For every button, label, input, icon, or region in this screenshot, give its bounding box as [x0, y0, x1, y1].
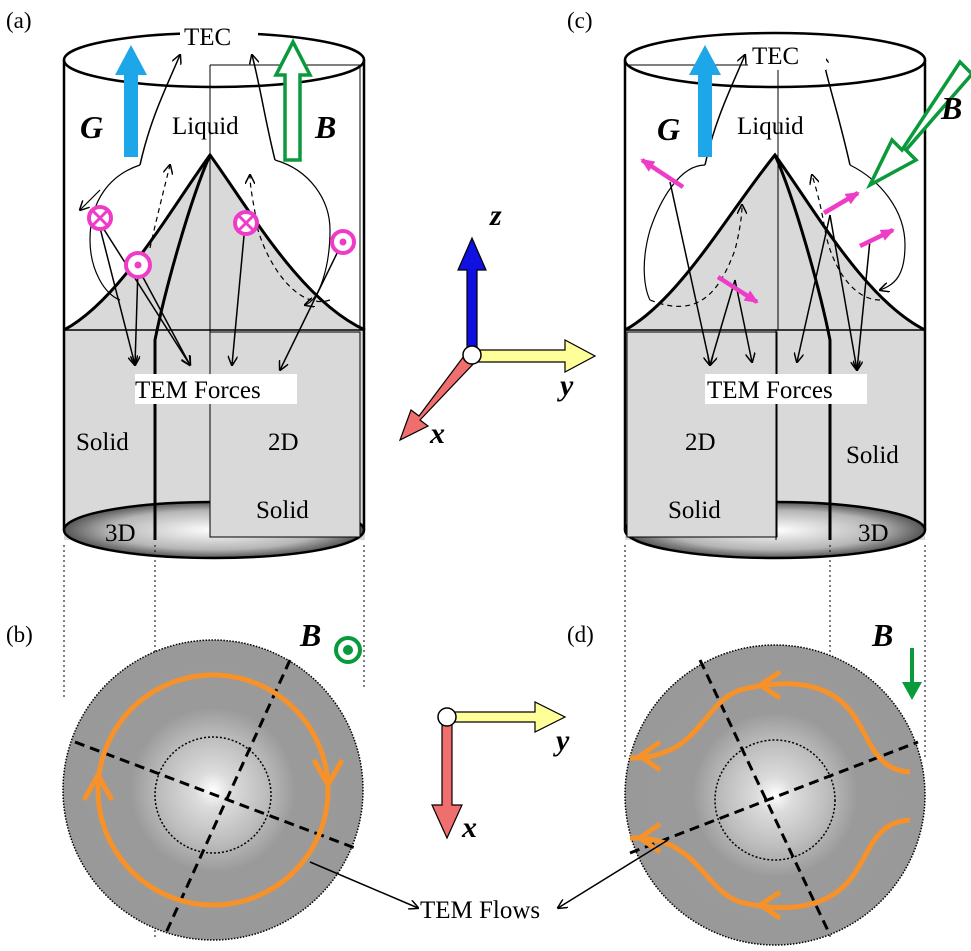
solid-label: Solid — [256, 497, 309, 524]
gravity-symbol: G — [80, 109, 103, 145]
tec-label: TEC — [184, 24, 231, 51]
two-d-label: 2D — [685, 429, 716, 456]
y-axis-arrow — [471, 339, 597, 373]
cross-section — [62, 639, 364, 941]
force-arrow — [859, 227, 895, 249]
force-arrow — [716, 275, 759, 304]
field-arrow — [273, 38, 313, 162]
panel-label-a: (a) — [6, 8, 32, 33]
solid-label: Solid — [668, 497, 721, 524]
panel-c — [623, 31, 971, 560]
three-d-label: 3D — [105, 520, 136, 547]
field-symbol: B — [871, 617, 893, 653]
three-d-label: 3D — [858, 520, 889, 547]
tem-flows-label: TEM Flows — [420, 897, 540, 924]
panel-b — [62, 636, 364, 941]
y-axis-arrow — [446, 701, 567, 733]
panel-a — [62, 31, 366, 560]
panel-label-b: (b) — [6, 622, 33, 647]
field-arrow — [866, 59, 971, 190]
cross-section — [624, 644, 926, 946]
liquid-label: Liquid — [172, 113, 239, 140]
field-out-marker — [334, 636, 362, 664]
x-axis-arrow — [431, 716, 463, 840]
solid-label: Solid — [846, 442, 899, 469]
panel-d — [624, 644, 926, 946]
panel-label-c: (c) — [567, 8, 593, 33]
x-axis-arrow — [398, 351, 478, 442]
force-into-marker — [87, 205, 113, 231]
tec-label: TEC — [752, 43, 799, 70]
field-arrow — [902, 682, 922, 700]
gravity-symbol: G — [657, 111, 680, 147]
y-axis-label: y — [557, 369, 574, 402]
gravity-arrow — [115, 45, 147, 157]
z-axis-arrow — [457, 236, 487, 356]
y-axis-label: y — [553, 724, 570, 757]
gravity-arrow — [689, 45, 721, 157]
projection-guides — [63, 545, 926, 940]
force-arrow — [640, 158, 685, 189]
field-symbol: B — [299, 617, 321, 653]
axes-3d — [398, 236, 597, 442]
x-axis-label: x — [429, 417, 445, 450]
force-arrow — [822, 191, 860, 215]
tem-forces-label: TEM Forces — [707, 377, 833, 404]
tem-forces-label: TEM Forces — [135, 377, 261, 404]
axes-2d — [431, 701, 567, 840]
force-into-marker — [233, 210, 259, 236]
field-symbol: B — [940, 90, 962, 126]
solid-label: Solid — [76, 429, 129, 456]
z-axis-label: z — [489, 199, 502, 232]
x-axis-label: x — [461, 811, 477, 844]
panel-label-d: (d) — [567, 622, 594, 647]
two-d-label: 2D — [268, 429, 299, 456]
force-out-marker — [124, 251, 152, 279]
liquid-label: Liquid — [737, 113, 804, 140]
field-symbol: B — [314, 109, 336, 145]
interface-3d-line — [153, 154, 212, 540]
force-out-marker — [330, 229, 356, 255]
interface-3d-line — [773, 154, 832, 540]
tem-flow — [629, 817, 911, 911]
tem-flow — [629, 681, 911, 775]
